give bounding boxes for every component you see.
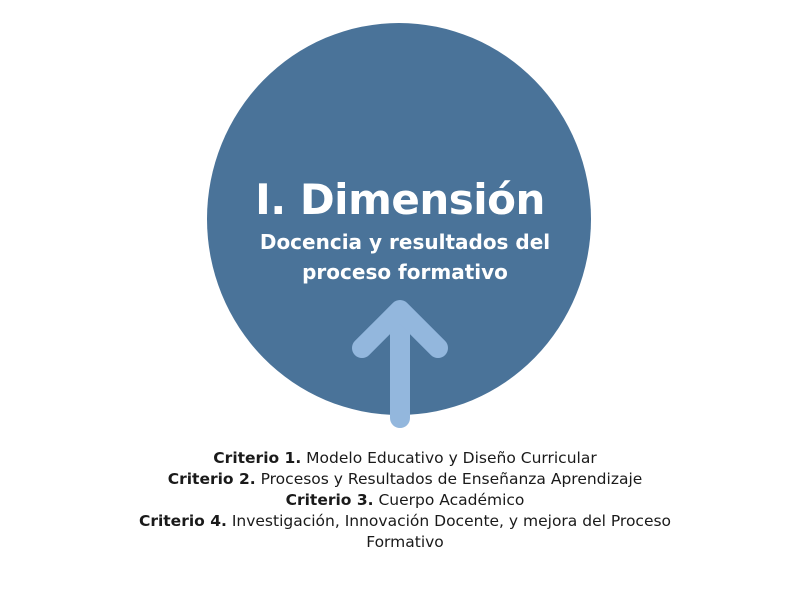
arrow-head	[352, 300, 448, 358]
criterion-1-label: Criterio 1.	[213, 449, 302, 467]
criterion-2: Criterio 2. Procesos y Resultados de Ens…	[100, 469, 710, 490]
criterion-1-text: Modelo Educativo y Diseño Curricular	[306, 449, 597, 467]
criterion-3-label: Criterio 3.	[285, 491, 374, 509]
criterion-4-label: Criterio 4.	[138, 512, 227, 530]
criterion-4-text: Investigación, Innovación Docente, y mej…	[231, 512, 672, 551]
criterion-3-text: Cuerpo Académico	[378, 491, 525, 509]
criterion-1: Criterio 1. Modelo Educativo y Diseño Cu…	[100, 448, 710, 469]
dimension-title: I. Dimensión	[255, 175, 545, 224]
dimension-subtitle: Docencia y resultados del proceso format…	[259, 230, 551, 284]
criterion-4: Criterio 4. Investigación, Innovación Do…	[100, 511, 710, 553]
arrow-up-icon	[352, 300, 448, 428]
criterion-2-label: Criterio 2.	[167, 470, 256, 488]
criteria-list: Criterio 1. Modelo Educativo y Diseño Cu…	[100, 448, 710, 553]
criterion-2-text: Procesos y Resultados de Enseñanza Apren…	[260, 470, 643, 488]
criterion-3: Criterio 3. Cuerpo Académico	[100, 490, 710, 511]
